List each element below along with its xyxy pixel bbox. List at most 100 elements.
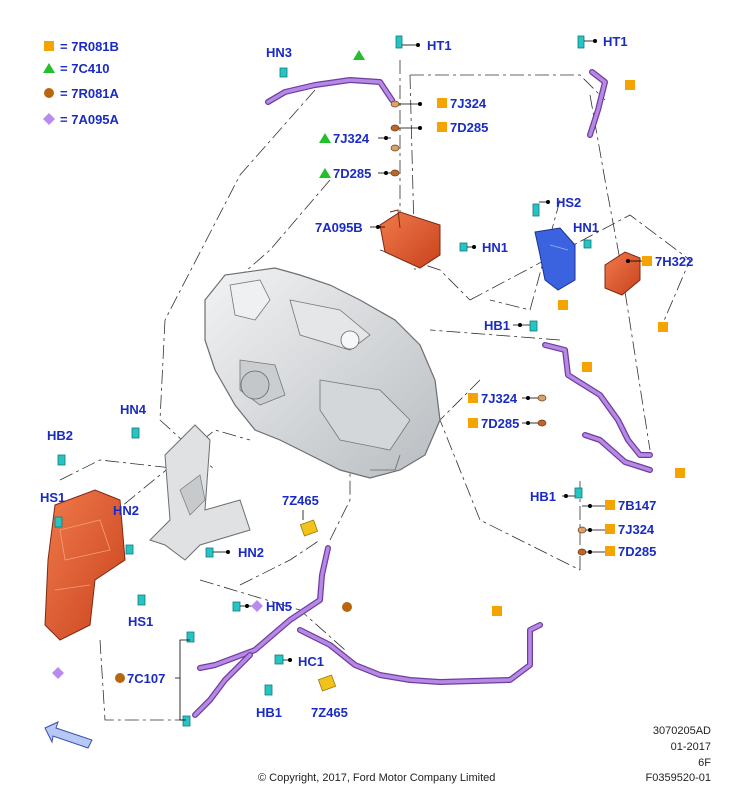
diamond-icon [52, 667, 64, 679]
svg-text:HN3: HN3 [266, 45, 292, 60]
clamp-hn1-mid [459, 242, 468, 252]
clamp-hn1-right [583, 239, 592, 249]
legend-code: 7R081B [71, 39, 119, 54]
transmission-housing [204, 267, 441, 479]
callout-hn2-left: HN2 [113, 503, 139, 518]
callout-hn1-mid: HN1 [467, 240, 508, 255]
callout-7j324-c: 7J324 [586, 522, 655, 537]
square-icon [558, 300, 568, 310]
svg-text:7H322: 7H322 [655, 254, 693, 269]
svg-text:HC1: HC1 [298, 654, 324, 669]
clamp-hb2 [57, 454, 66, 466]
callout-7h322: 7H322 [626, 254, 693, 269]
square-icon [44, 41, 54, 51]
svg-text:7J324: 7J324 [333, 131, 370, 146]
callout-hb1-mid: HB1 [484, 318, 530, 333]
svg-text:HB1: HB1 [256, 705, 282, 720]
callout-ht1-left: HT1 [402, 38, 452, 53]
callout-7z465-top: 7Z465 [282, 493, 319, 520]
legend-item-triangle: = 7C410 [43, 61, 110, 76]
callout-7j324-b: 7J324 [468, 391, 538, 406]
callout-hs1-bottom: HS1 [128, 614, 153, 629]
clamp-hs1-bottom [137, 594, 146, 606]
svg-text:HB1: HB1 [484, 318, 510, 333]
svg-text:HN4: HN4 [120, 402, 147, 417]
callout-7d285-a: 7D285 [399, 120, 488, 135]
triangle-icon [43, 63, 55, 73]
callout-hn3: HN3 [266, 45, 292, 60]
clamp-hc1 [274, 654, 284, 665]
svg-text:HT1: HT1 [427, 38, 452, 53]
square-icon [625, 80, 635, 90]
clamp-ht1-left [395, 35, 403, 49]
clamp-hn5 [232, 601, 241, 612]
callout-hs2: HS2 [539, 195, 581, 210]
svg-text:= 7R081A: = 7R081A [60, 86, 120, 101]
clamp-7c107-bottom [182, 715, 191, 727]
reference-code: 3070205AD [652, 725, 711, 737]
hoses [192, 69, 653, 718]
clamp-ht1-right [577, 35, 585, 49]
svg-text:7Z465: 7Z465 [311, 705, 348, 720]
clamp-hn2-left [125, 544, 134, 555]
clip-7z465-top [299, 519, 319, 537]
legend: = 7R081B = 7C410 = 7R081A = 7A095A [43, 39, 120, 127]
legend-code: 7A095A [71, 112, 119, 127]
callout-7j324-triangle: 7J324 [319, 131, 391, 146]
clamp-hb1-bottom [264, 684, 273, 696]
callout-7a095b: 7A095B [315, 220, 385, 235]
callout-hn4: HN4 [120, 402, 147, 417]
svg-text:HS2: HS2 [556, 195, 581, 210]
figure-number: F0359520-01 [645, 772, 711, 784]
cooler-7a095b [379, 209, 441, 269]
callout-hn1-right: HN1 [573, 220, 599, 235]
svg-text:= 7R081B: = 7R081B [60, 39, 119, 54]
svg-text:7J324: 7J324 [481, 391, 518, 406]
svg-text:7J324: 7J324 [618, 522, 655, 537]
callout-7j324-a: 7J324 [399, 96, 487, 111]
callout-hc1: HC1 [283, 654, 324, 669]
callout-symbols [52, 50, 685, 679]
callout-hb1-bottom: HB1 [256, 705, 282, 720]
callout-hb2: HB2 [47, 428, 73, 443]
svg-text:HB2: HB2 [47, 428, 73, 443]
clamp-hn2-right [205, 547, 214, 558]
clip-7z465-bottom [317, 674, 337, 692]
legend-item-square: = 7R081B [44, 39, 119, 54]
callout-7b147: 7B147 [582, 498, 656, 513]
mounting-bracket [149, 424, 251, 561]
triangle-icon [353, 50, 365, 60]
square-icon [492, 606, 502, 616]
svg-text:7D285: 7D285 [450, 120, 488, 135]
callout-hb1-right: HB1 [530, 489, 575, 504]
callout-hn5: HN5 [240, 599, 292, 614]
clamps [54, 35, 592, 727]
circle-icon [342, 602, 352, 612]
copyright-notice: © Copyright, 2017, Ford Motor Company Li… [258, 772, 496, 784]
square-icon [675, 468, 685, 478]
svg-text:HN2: HN2 [238, 545, 264, 560]
seals [390, 100, 587, 556]
clamp-hs1-top [54, 516, 63, 528]
svg-text:HN2: HN2 [113, 503, 139, 518]
svg-text:HT1: HT1 [603, 34, 628, 49]
svg-text:HS1: HS1 [40, 490, 65, 505]
callout-7d285-b: 7D285 [468, 416, 538, 431]
clamp-hs2 [532, 203, 540, 217]
front-direction-arrow-icon [44, 721, 93, 749]
svg-text:7J324: 7J324 [450, 96, 487, 111]
svg-text:= 7A095A: = 7A095A [60, 112, 120, 127]
date-code: 01-2017 [670, 741, 711, 753]
legend-code: 7R081A [71, 86, 119, 101]
clamp-hn3 [279, 67, 288, 78]
callout-hn2-right: HN2 [213, 545, 264, 560]
clamp-hb1-mid [529, 320, 538, 332]
valve-7h322 [604, 251, 641, 296]
callout-7z465-bottom: 7Z465 [311, 705, 348, 720]
square-icon [582, 362, 592, 372]
callout-hs1-top: HS1 [40, 490, 65, 505]
legend-code: 7C410 [71, 61, 109, 76]
svg-text:7Z465: 7Z465 [282, 493, 319, 508]
callout-7c107: 7C107 [115, 639, 190, 721]
